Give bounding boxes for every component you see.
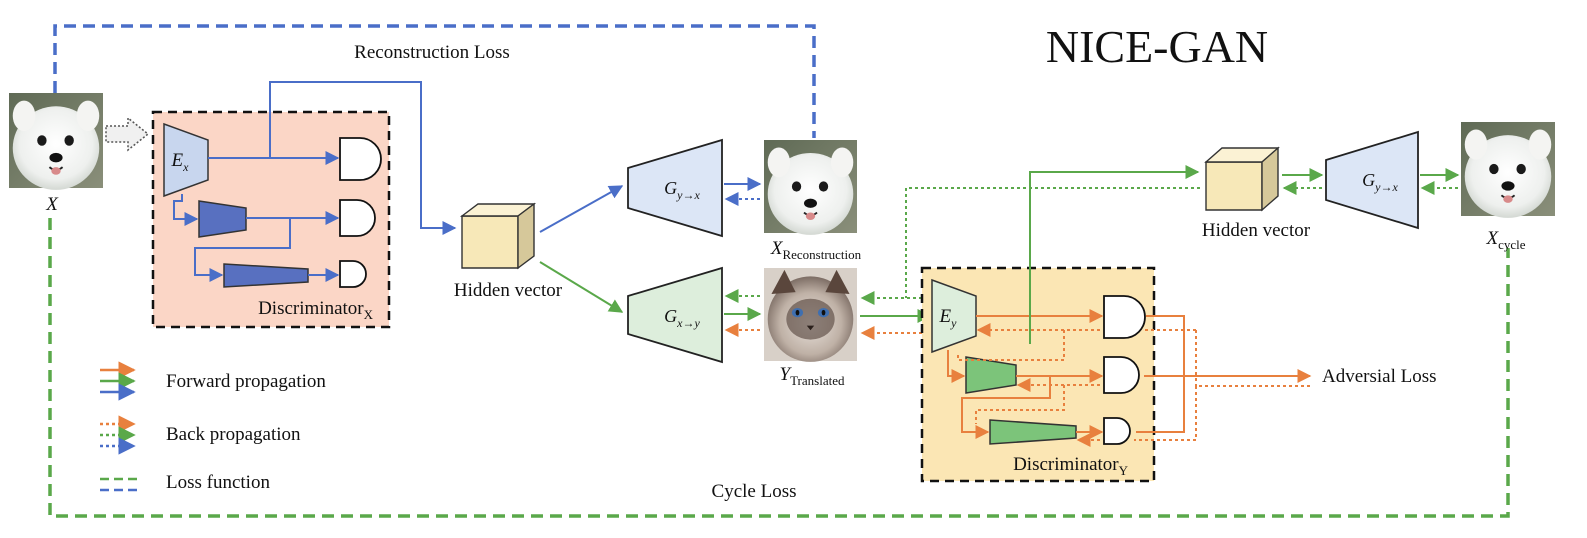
legend-loss-label: Loss function <box>166 472 270 493</box>
discx-classifier-2 <box>339 199 376 237</box>
discx-classifier-3 <box>339 260 367 288</box>
discriminator-x-label: DiscriminatorX <box>258 298 374 322</box>
discy-classifier-1 <box>1103 295 1146 339</box>
hidden-vector-label-1: Hidden vector <box>454 280 563 301</box>
legend: Forward propagation Back propagation Los… <box>100 361 326 493</box>
encoder-ex-label: Ex <box>171 150 190 174</box>
legend-back-label: Back propagation <box>166 424 301 445</box>
cycle-image <box>1460 121 1556 219</box>
reconstruction-label: XReconstruction <box>770 238 862 262</box>
generator-gxy <box>627 266 723 364</box>
discy-back-merge <box>1134 329 1310 441</box>
cycle-label: Xcycle <box>1485 228 1525 252</box>
discy-back-4 <box>975 385 1065 424</box>
discy-classifier-2 <box>1103 356 1140 394</box>
legend-forward: Forward propagation <box>100 361 326 401</box>
encoder-ey <box>931 278 977 354</box>
legend-forward-label: Forward propagation <box>166 371 326 392</box>
discx-arrow-2 <box>173 194 199 226</box>
generator-gxy-label: Gx→y <box>664 306 700 330</box>
discy-block-2 <box>989 419 1077 445</box>
cycle-back-dotted <box>905 187 1200 298</box>
cycle-loss-loop <box>48 218 1510 518</box>
generator-gyx-2 <box>1325 130 1419 230</box>
discx-block-1 <box>198 200 247 238</box>
generator-gyx-1-label: Gy→x <box>664 178 700 202</box>
discy-back-5 <box>957 330 1065 361</box>
reconstruction-loss-loop <box>53 24 816 138</box>
input-image-x <box>8 92 104 191</box>
discy-fwd-2 <box>947 350 966 383</box>
hidden-vector-cube-1 <box>459 202 537 270</box>
translated-label: YTranslated <box>780 364 845 388</box>
hidden-vector-cube-2 <box>1204 146 1280 212</box>
cycle-loss-label: Cycle Loss <box>712 481 797 502</box>
hidden-to-gxy-arrow <box>539 261 624 313</box>
encoder-ey-label: Ey <box>939 306 958 330</box>
hidden-to-gyx-arrow <box>539 185 624 233</box>
hidden-vector-label-2: Hidden vector <box>1202 220 1311 241</box>
generator-gyx-2-label: Gy→x <box>1362 170 1398 194</box>
discy-block-1 <box>965 356 1017 394</box>
discriminator-y-label: DiscriminatorY <box>1013 454 1129 478</box>
reconstruction-image <box>763 139 858 236</box>
reconstruction-loss-label: Reconstruction Loss <box>354 42 510 63</box>
legend-back: Back propagation <box>100 415 301 455</box>
generator-gyx-1 <box>627 138 723 238</box>
discx-block-2 <box>223 263 309 288</box>
discx-classifier-1 <box>339 137 382 181</box>
legend-loss: Loss function <box>100 472 270 493</box>
discy-classifier-3 <box>1103 417 1131 445</box>
discx-arrow-4 <box>194 218 291 282</box>
title: NICE-GAN <box>1046 21 1268 72</box>
ey-to-hidden-arrow <box>1029 165 1200 344</box>
adversial-loss-label: Adversial Loss <box>1322 366 1437 387</box>
input-arrow <box>105 116 150 152</box>
input-label-x: X <box>45 194 59 215</box>
discy-fwd-4 <box>961 376 1051 439</box>
encoder-to-hidden-arrow <box>269 81 457 235</box>
encoder-ex <box>163 122 209 198</box>
discy-out-merge <box>1136 315 1310 433</box>
translated-image <box>764 268 857 362</box>
